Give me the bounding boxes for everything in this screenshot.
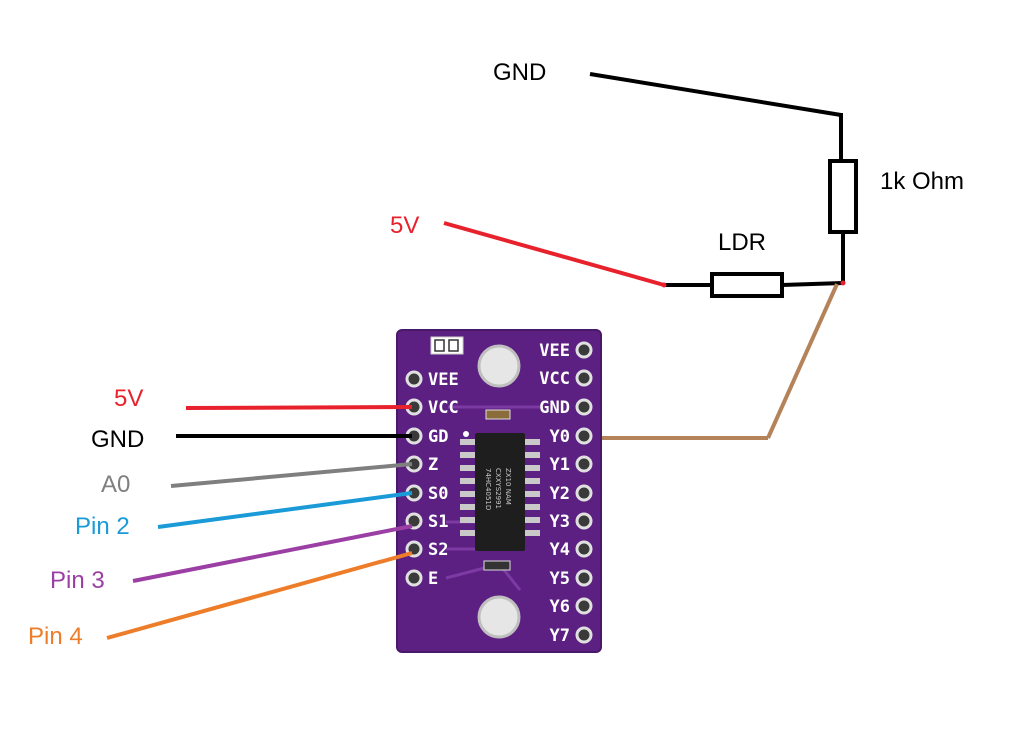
wire-label-pin4: Pin 4 [28,623,83,650]
wire-5v [185,405,413,410]
pin-label-vcc-left: VCC [428,398,459,418]
pin-label-y7: Y7 [550,626,570,646]
board-logo [430,336,464,355]
chip-marking-3: ZX10 NAM [504,468,512,505]
vcc-label: 5V [390,212,419,239]
pin-label-vee-left: VEE [428,370,459,390]
resistor-1k [828,159,858,234]
wire-pin4 [106,551,413,640]
pin-label-y4: Y4 [550,540,570,560]
gnd-label: GND [493,59,546,86]
wire-label-pin2: Pin 2 [75,513,130,540]
right-pin-hole [575,597,593,615]
right-pin-hole [575,512,593,530]
right-pin-hole [575,484,593,502]
ldr-label: LDR [718,229,766,256]
pin-label-y2: Y2 [550,484,570,504]
pin-label-z: Z [428,455,438,475]
resistor-label: 1k Ohm [880,168,964,195]
pin-label-gnd-left: GD [428,427,448,447]
wire-pin3 [132,524,413,583]
ic-left-legs [460,439,476,536]
vcc-node [661,282,667,288]
wire-pin2 [157,491,413,529]
mux-ic: 74HC4051D CXXYS2991 ZX10 NAM [460,433,540,551]
ldr-body [710,272,784,298]
gnd-wire [589,72,842,117]
control-wires: 5V GND A0 Pin 2 Pin 3 Pin 4 [28,385,413,650]
pin-label-y6: Y6 [550,597,570,617]
sensor-circuit: GND 1k Ohm LDR 5V [390,59,964,440]
pin-label-y5: Y5 [550,569,570,589]
pin-label-gnd-right: GND [539,398,570,418]
pin-label-e: E [428,569,438,589]
wire-a0 [170,462,413,488]
right-pin-hole [575,540,593,558]
pin-label-s1: S1 [428,512,448,532]
pin-label-y1: Y1 [550,455,570,475]
pin-label-vcc-right: VCC [539,369,570,389]
wire-label-gnd: GND [91,426,144,453]
smd-resistor [483,560,511,571]
wire-label-5v: 5V [114,385,143,412]
mount-hole-top [477,344,521,388]
wire-label-pin3: Pin 3 [50,567,105,594]
pin1-dot [463,431,469,437]
mux-board: 74HC4051D CXXYS2991 ZX10 NAM VEE VCC GD … [396,329,602,653]
right-pin-hole [575,341,593,359]
pin-label-s0: S0 [428,484,448,504]
ldr-right-lead [781,281,844,287]
junction-node [840,280,846,286]
pin-label-y0: Y0 [550,427,570,447]
smd-capacitor [485,409,511,420]
right-pin-hole [575,626,593,644]
left-pin-hole [405,370,423,388]
mount-hole-bottom [477,595,521,639]
vcc-wire [443,221,665,287]
right-pin-hole [575,455,593,473]
chip-marking-1: 74HC4051D [484,468,492,510]
right-pin-hole [575,427,593,445]
right-pin-hole [575,369,593,387]
chip-marking-2: CXXYS2991 [494,468,502,509]
right-pin-hole [575,569,593,587]
pin-label-vee-right: VEE [539,341,570,361]
right-header: VEE VCC GND Y0 Y1 Y2 Y3 Y4 Y5 Y6 Y7 [539,341,593,646]
wire-label-a0: A0 [101,471,130,498]
ic-body [475,433,525,551]
right-pin-hole [575,398,593,416]
board-logo-mark-left [434,339,445,352]
signal-wire-a [766,283,839,439]
board-logo-mark-right [448,339,459,352]
pin-label-y3: Y3 [550,512,570,532]
ic-right-legs [524,439,540,536]
left-pin-hole [405,569,423,587]
pin-label-s2: S2 [428,540,448,560]
